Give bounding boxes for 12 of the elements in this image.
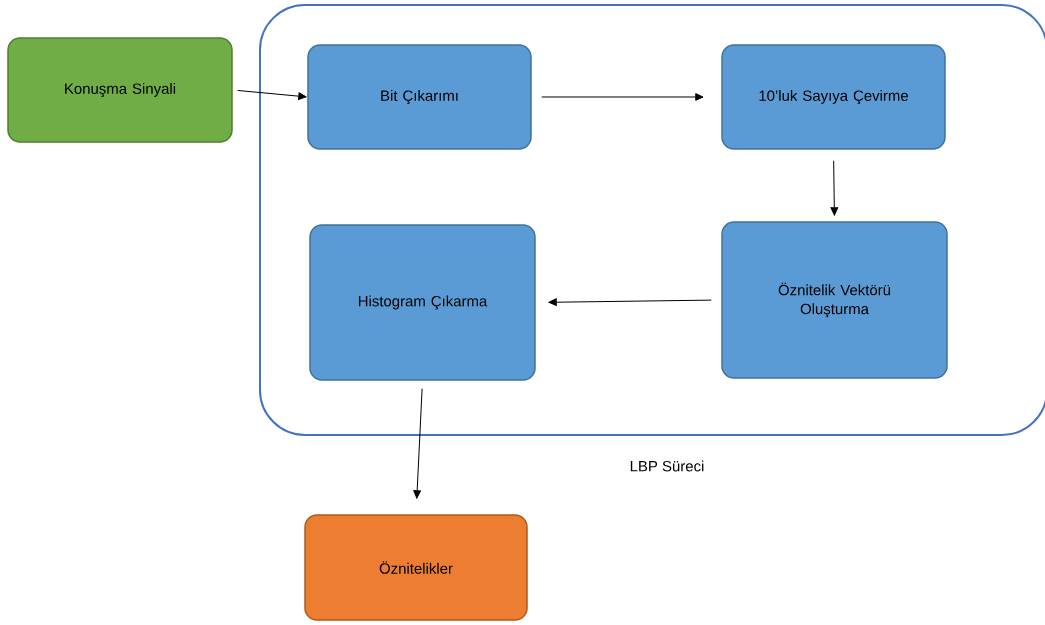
arrow [541,93,704,101]
group-label: LBP Süreci [630,460,704,472]
arrow [548,298,712,307]
process-box: 10’luk Sayıya Çevirme [721,44,946,150]
process-box: Konuşma Sinyali [7,37,233,143]
arrow [413,388,423,499]
process-box: Bit Çıkarımı [307,44,532,150]
arrow [237,89,307,101]
process-box: Öznitelik Vektörü Oluşturma [721,221,948,379]
process-box: Histogram Çıkarma [309,224,536,381]
process-box: Öznitelikler [304,514,528,621]
arrow [830,160,839,216]
